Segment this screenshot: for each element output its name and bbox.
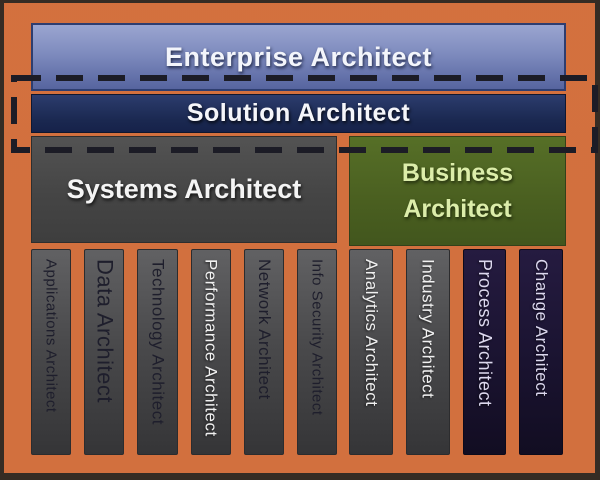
performance-architect-label: Performance Architect [201,259,221,437]
industry-architect-column: Industry Architect [405,249,450,455]
process-architect-column: Process Architect [462,249,507,455]
network-architect-column: Network Architect [243,249,284,455]
network-architect-label: Network Architect [254,259,274,400]
technology-architect-label: Technology Architect [148,259,168,425]
solution-architect-label: Solution Architect [186,99,411,127]
change-architect-column: Change Architect [519,249,563,455]
systems-architect-box: Systems Architect [31,136,337,243]
solution-architect-banner: Solution Architect [31,94,566,133]
enterprise-architect-banner: Enterprise Architect [31,23,566,91]
applications-architect-column: Applications Architect [31,249,72,455]
info-security-architect-column: Info Security Architect [296,249,338,455]
process-architect-label: Process Architect [474,259,495,407]
applications-architect-label: Applications Architect [42,259,60,413]
systems-architect-label: Systems Architect [66,174,302,204]
enterprise-architect-label: Enterprise Architect [164,41,433,72]
change-architect-label: Change Architect [532,259,552,397]
analytics-architect-label: Analytics Architect [361,259,381,407]
systems-architect-columns: Applications Architect Data Architect Te… [31,249,338,455]
info-security-architect-label: Info Security Architect [308,259,326,416]
business-architect-label: Business Architect [401,158,514,223]
industry-architect-label: Industry Architect [418,259,438,399]
business-architect-columns: Analytics Architect Industry Architect P… [349,249,563,455]
data-architect-label: Data Architect [92,259,118,403]
data-architect-column: Data Architect [84,249,125,455]
analytics-architect-column: Analytics Architect [349,249,393,455]
business-architect-box: Business Architect [349,136,566,246]
technology-architect-column: Technology Architect [137,249,178,455]
performance-architect-column: Performance Architect [190,249,231,455]
